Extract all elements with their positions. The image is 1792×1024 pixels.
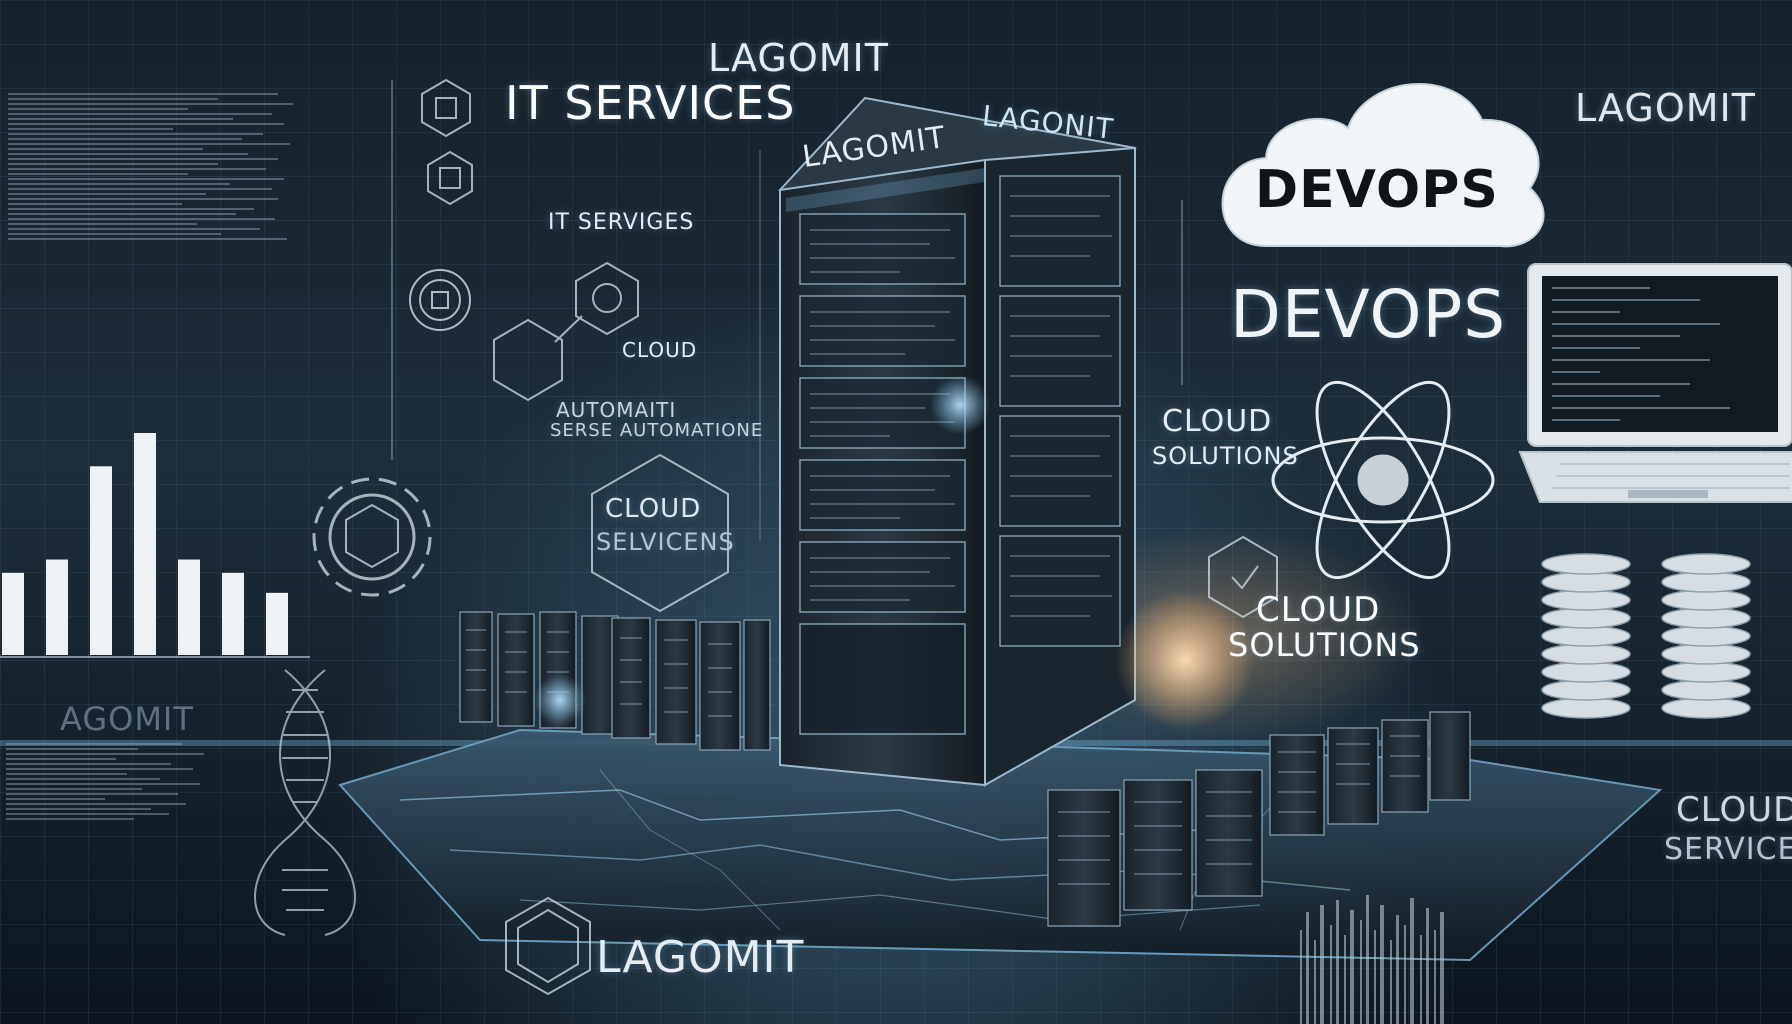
gear-icon (312, 477, 432, 597)
lock-icon (409, 269, 471, 331)
cloud-solutions-label-b1: CLOUD (1256, 590, 1381, 630)
bar-chart (0, 433, 310, 658)
bar-2 (46, 559, 68, 655)
brand-top-label: LAGOMIT (708, 36, 889, 80)
bar-5 (178, 559, 200, 655)
cloud-icon (1221, 82, 1545, 248)
server-rack-icon-row-right (1047, 711, 1471, 927)
brand-right-label: LAGOMIT (1575, 86, 1756, 130)
bar-4 (134, 433, 156, 655)
cloud-solutions-label-a1: CLOUD (1162, 404, 1273, 439)
hexagon-icon-badge (505, 896, 591, 996)
barcode-graphic (1300, 895, 1444, 1024)
bar-3 (90, 466, 112, 655)
code-block-top-left (8, 90, 308, 243)
atom-icon (1271, 380, 1495, 580)
bar-7 (266, 592, 288, 655)
cloud-service-label-1: CLOUD (1676, 790, 1792, 830)
automation-label-b: SERSE AUTOMATIONE (550, 420, 764, 441)
hexagon-icon-second (427, 150, 473, 206)
cloud-solutions-label-a2: SOLUTIONS (1152, 442, 1299, 470)
bar-1 (2, 572, 24, 655)
hexagon-icon-cloud-solutions (1208, 535, 1278, 619)
devops-large-label: DEVOPS (1230, 276, 1507, 353)
hexagon-icon-network (493, 261, 639, 402)
automation-label-a: AUTOMAITI (556, 398, 677, 422)
cloud-solutions-label-b2: SOLUTIONS (1228, 626, 1421, 664)
cloud-small-label: CLOUD (622, 338, 698, 362)
cloud-services-label-b: SELVICENS (596, 528, 735, 556)
dna-icon (254, 669, 356, 936)
devops-cloud-label: DEVOPS (1255, 160, 1499, 220)
cloud-services-label-a: CLOUD (605, 494, 702, 524)
hexagon-icon-cloud-services (591, 453, 729, 613)
database-stack-icon-right (1661, 553, 1751, 719)
server-rack-icon-row-left (459, 611, 771, 751)
it-services-small-label: IT SERVIGES (548, 210, 695, 235)
lagomit-faded-label: AGOMIT (60, 700, 194, 738)
laptop-icon (1518, 263, 1792, 503)
database-stack-icon-left (1541, 553, 1631, 719)
server-rack-icon-main (778, 96, 1255, 787)
code-block-bottom-left (6, 740, 226, 823)
hexagon-icon-top (421, 78, 471, 138)
bar-6 (222, 572, 244, 655)
it-services-title: IT SERVICES (505, 76, 796, 130)
lagomit-bottom-label: LAGOMIT (596, 932, 805, 983)
cloud-service-label-2: SERVICE (1664, 832, 1792, 867)
